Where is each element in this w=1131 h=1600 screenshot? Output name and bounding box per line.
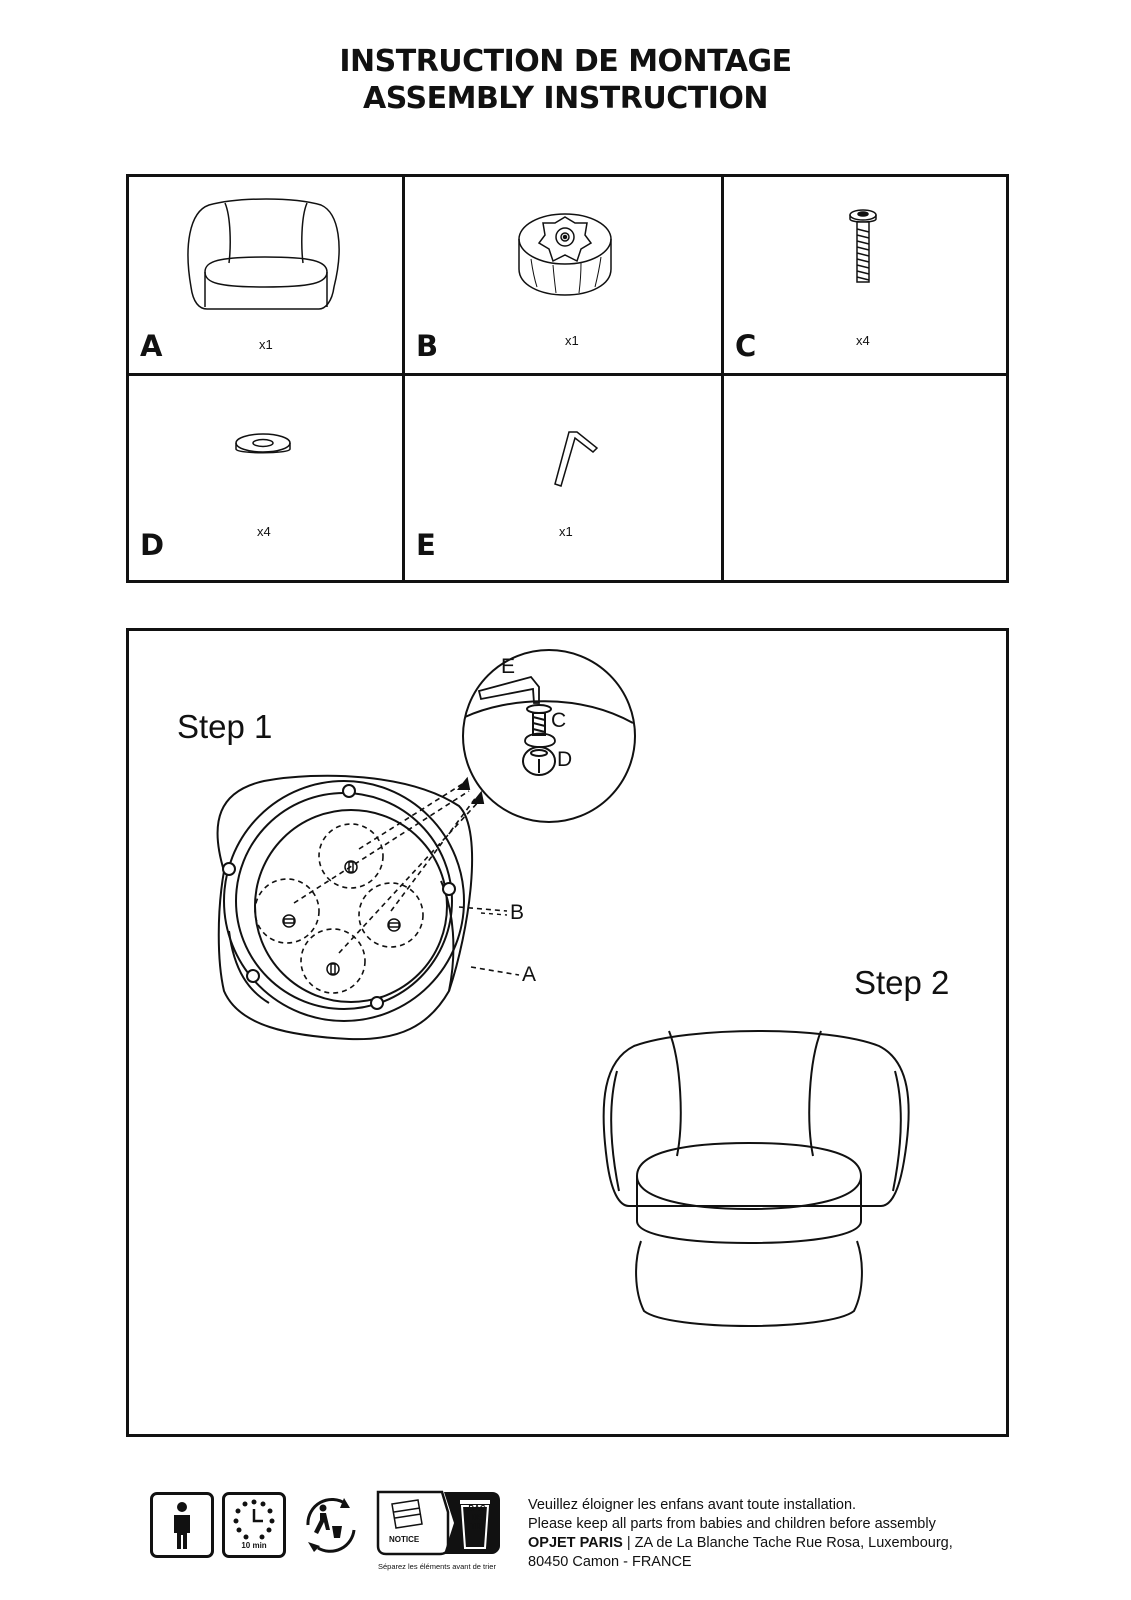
footer-info: Veuillez éloigner les enfans avant toute…	[528, 1496, 953, 1572]
steps-panel: Step 1 Step 2	[126, 628, 1009, 1437]
callout-a: A	[522, 963, 537, 986]
part-letter: E	[416, 528, 436, 562]
time-label: 10 min	[241, 1541, 267, 1550]
part-qty: x4	[856, 333, 870, 348]
step2-label: Step 2	[854, 964, 950, 1001]
part-letter: B	[416, 329, 439, 363]
sort-note: Séparez les éléments avant de trier	[378, 1562, 496, 1571]
washer-icon	[235, 433, 291, 454]
part-letter: D	[140, 528, 165, 562]
clock-icon	[233, 1499, 275, 1540]
bin-icon	[376, 1490, 500, 1556]
title-french: INSTRUCTION DE MONTAGE	[339, 44, 792, 79]
person-icon-box	[150, 1492, 214, 1558]
person-icon	[174, 1502, 190, 1549]
address-line-2: 80450 Camon - FRANCE	[528, 1554, 692, 1570]
title-english: ASSEMBLY INSTRUCTION	[363, 81, 768, 116]
part-d: D x4	[129, 376, 402, 580]
bin-label-line: TRI	[470, 1522, 484, 1531]
part-c: C x4	[724, 177, 1009, 373]
step2-armchair	[602, 1030, 910, 1327]
part-e: E x1	[405, 376, 721, 580]
callout-d: D	[557, 748, 573, 771]
allen-key-icon	[554, 431, 599, 487]
step1-diagram	[216, 649, 636, 1041]
parts-list: A x1 B x1	[126, 174, 1009, 583]
part-letter: C	[735, 329, 757, 363]
step1-label: Step 1	[177, 708, 273, 745]
part-letter: A	[140, 329, 163, 363]
part-qty: x1	[565, 333, 579, 348]
footer-line-1: Veuillez éloigner les enfans avant toute…	[528, 1497, 857, 1513]
empty-cell	[724, 376, 1009, 580]
address-line-1: | ZA de La Blanche Tache Rue Rosa, Luxem…	[622, 1535, 953, 1551]
footer-address: OPJET PARIS | ZA de La Blanche Tache Rue…	[528, 1534, 953, 1553]
part-qty: x4	[257, 524, 271, 539]
part-b: B x1	[405, 177, 721, 373]
recycle-icon	[306, 1497, 356, 1553]
company-name: OPJET PARIS	[528, 1535, 623, 1551]
armchair-icon	[187, 198, 340, 310]
bin-label: BAC DE TRI	[466, 1504, 488, 1531]
clock-icon-box: 10 min	[222, 1492, 286, 1558]
swivel-base-icon	[518, 213, 612, 296]
bin-label-line: DE	[471, 1513, 483, 1522]
callout-b: B	[510, 901, 525, 924]
bolt-icon	[849, 209, 877, 283]
callout-c: C	[551, 709, 567, 732]
callout-e: E	[501, 655, 516, 678]
part-qty: x1	[259, 337, 273, 352]
part-qty: x1	[559, 524, 573, 539]
notice-label: NOTICE	[389, 1535, 420, 1544]
footer-line-2: Please keep all parts from babies and ch…	[528, 1516, 936, 1532]
bin-label-line: BAC	[468, 1504, 486, 1513]
part-a: A x1	[129, 177, 402, 373]
